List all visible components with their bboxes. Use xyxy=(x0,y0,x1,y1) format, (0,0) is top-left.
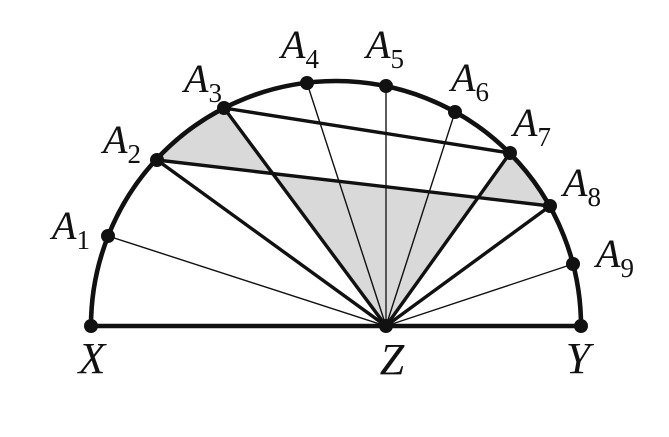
ray-Z-A3 xyxy=(222,106,388,328)
label-A4: A4 xyxy=(278,22,319,74)
point-X xyxy=(84,319,98,333)
label-A9-subscript: 9 xyxy=(620,253,634,283)
ray-Z-A9 xyxy=(385,263,574,327)
label-A3: A3 xyxy=(181,56,222,108)
ray-Z-A6 xyxy=(385,111,456,327)
label-A7-subscript: 7 xyxy=(537,122,551,152)
label-A4-subscript: 4 xyxy=(305,44,319,74)
label-A6-letter: A xyxy=(448,55,476,100)
label-A1-subscript: 1 xyxy=(76,225,90,255)
label-Y: Y xyxy=(566,334,595,383)
point-A6 xyxy=(448,105,462,119)
label-A3-letter: A xyxy=(181,56,209,101)
label-A5-subscript: 5 xyxy=(390,44,404,74)
point-A4 xyxy=(300,76,314,90)
label-A2-subscript: 2 xyxy=(127,139,141,169)
label-A5-letter: A xyxy=(363,22,391,67)
label-Z: Z xyxy=(380,335,405,384)
label-A9: A9 xyxy=(593,231,634,283)
chord-A2-A8 xyxy=(155,158,552,208)
label-A7: A7 xyxy=(510,100,551,152)
label-A1-letter: A xyxy=(49,203,77,248)
point-A3 xyxy=(217,101,231,115)
label-A4-letter: A xyxy=(278,22,306,67)
label-A3-subscript: 3 xyxy=(208,78,222,108)
point-A9 xyxy=(566,257,580,271)
label-A2: A2 xyxy=(100,117,141,169)
label-X: X xyxy=(77,334,108,383)
label-A9-letter: A xyxy=(593,231,621,276)
label-A5: A5 xyxy=(363,22,404,74)
chord-A3-A7 xyxy=(222,106,512,155)
ray-Z-A8 xyxy=(384,204,552,328)
point-A5 xyxy=(379,79,393,93)
point-A7 xyxy=(503,146,517,160)
point-Y xyxy=(574,319,588,333)
ray-Z-A7 xyxy=(384,151,512,328)
point-A1 xyxy=(101,229,115,243)
shaded-triangle-left xyxy=(157,108,272,174)
label-A8-subscript: 8 xyxy=(587,182,601,212)
label-A2-letter: A xyxy=(100,117,128,162)
label-A6-subscript: 6 xyxy=(475,77,489,107)
label-X-letter: X xyxy=(77,334,108,383)
point-A8 xyxy=(543,199,557,213)
label-A8: A8 xyxy=(560,160,601,212)
shaded-triangle-center xyxy=(272,174,478,326)
ray-Z-A2 xyxy=(155,158,388,328)
label-A7-letter: A xyxy=(510,100,538,145)
label-Y-letter: Y xyxy=(566,334,595,383)
label-A1: A1 xyxy=(49,203,90,255)
label-A6: A6 xyxy=(448,55,489,107)
ray-Z-A1 xyxy=(107,235,387,327)
point-A2 xyxy=(150,153,164,167)
label-A8-letter: A xyxy=(560,160,588,205)
label-Z-letter: Z xyxy=(380,335,405,384)
point-Z xyxy=(379,319,393,333)
shaded-triangle-right xyxy=(478,153,550,206)
